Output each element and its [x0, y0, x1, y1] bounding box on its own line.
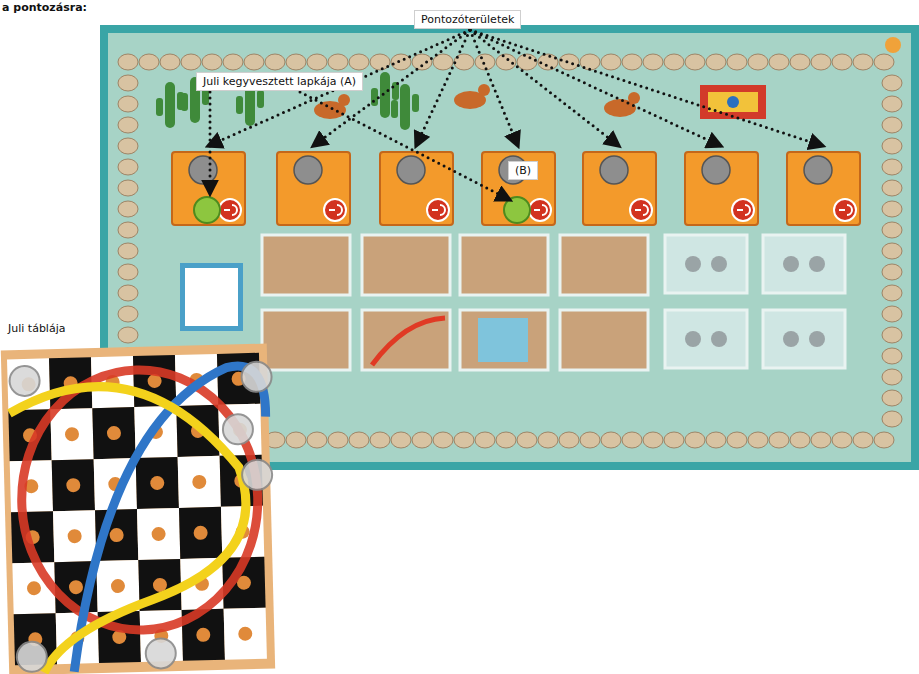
leader-line — [470, 30, 721, 146]
intro-text: a pontozásra: — [2, 1, 87, 14]
pebble-track — [118, 54, 902, 448]
callout-box: Juli kegyvesztett lapkája (A) — [196, 72, 363, 91]
callout-box: Pontozóterületek — [414, 10, 521, 29]
leader-line — [416, 30, 470, 146]
board-label: Juli táblája — [8, 322, 65, 335]
leader-line — [209, 92, 212, 194]
scoring-tiles — [172, 152, 860, 225]
callout-text: (B) — [515, 164, 531, 177]
callout-box: (B) — [508, 161, 538, 180]
player-board — [1, 343, 279, 674]
cards — [180, 235, 845, 370]
board-ground — [108, 33, 911, 462]
callout-text: Juli kegyvesztett lapkája (A) — [203, 75, 356, 88]
leader-line — [470, 30, 823, 146]
callout-text: Pontozóterületek — [421, 13, 514, 26]
board-decorations — [156, 37, 901, 130]
leader-line — [300, 92, 510, 200]
